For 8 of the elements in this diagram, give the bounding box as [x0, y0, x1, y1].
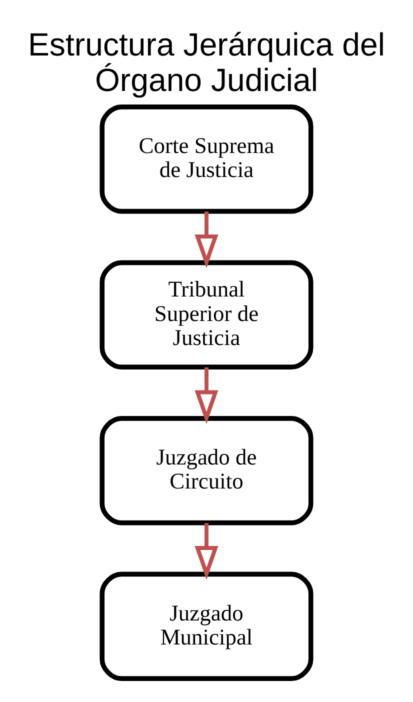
node-box: Tribunal Superior de Justicia — [100, 260, 314, 370]
node-box: Juzgado de Circuito — [100, 416, 314, 526]
arrow — [194, 523, 218, 580]
arrow — [194, 212, 218, 268]
node-box: Corte Suprema de Justicia — [100, 104, 314, 214]
node-box: Juzgado Municipal — [100, 572, 314, 681]
diagram-title: Estructura Jerárquica del Órgano Judicial — [28, 26, 385, 98]
arrow — [194, 367, 218, 424]
